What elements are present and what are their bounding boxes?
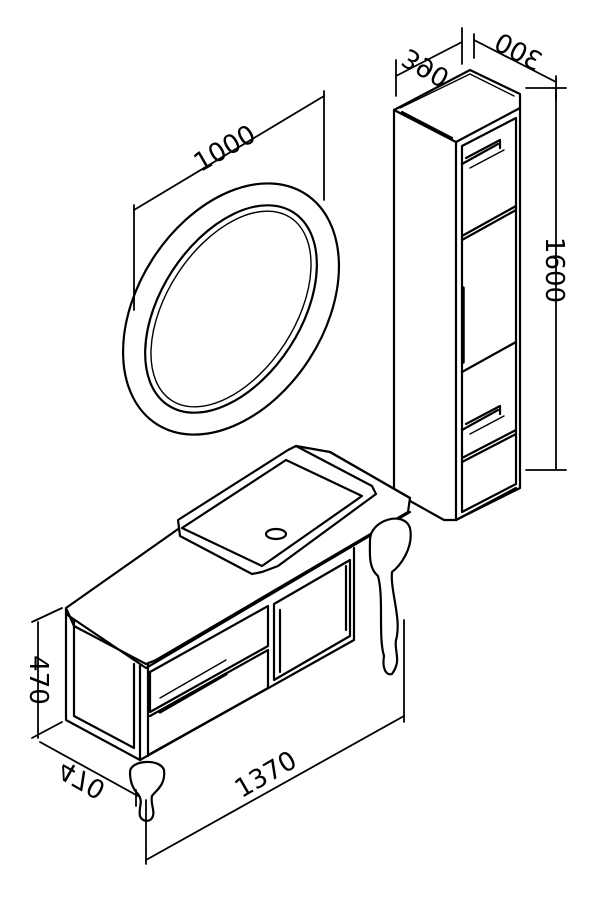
vanity-dimensions: 470 470 1370 bbox=[23, 607, 405, 865]
vanity-depth-label: 470 bbox=[53, 754, 111, 805]
vanity-height-label: 470 bbox=[23, 655, 53, 705]
mirror-width-label: 1000 bbox=[189, 120, 261, 179]
vanity-unit bbox=[64, 444, 412, 822]
mirror-width-dimension: 1000 bbox=[133, 90, 325, 311]
cabinet-depth-label: 300 bbox=[489, 28, 547, 78]
vanity-width-label: 1370 bbox=[230, 746, 302, 805]
cabinet-height-label: 1600 bbox=[539, 237, 569, 303]
round-mirror bbox=[121, 182, 341, 436]
tall-cabinet bbox=[392, 68, 522, 522]
